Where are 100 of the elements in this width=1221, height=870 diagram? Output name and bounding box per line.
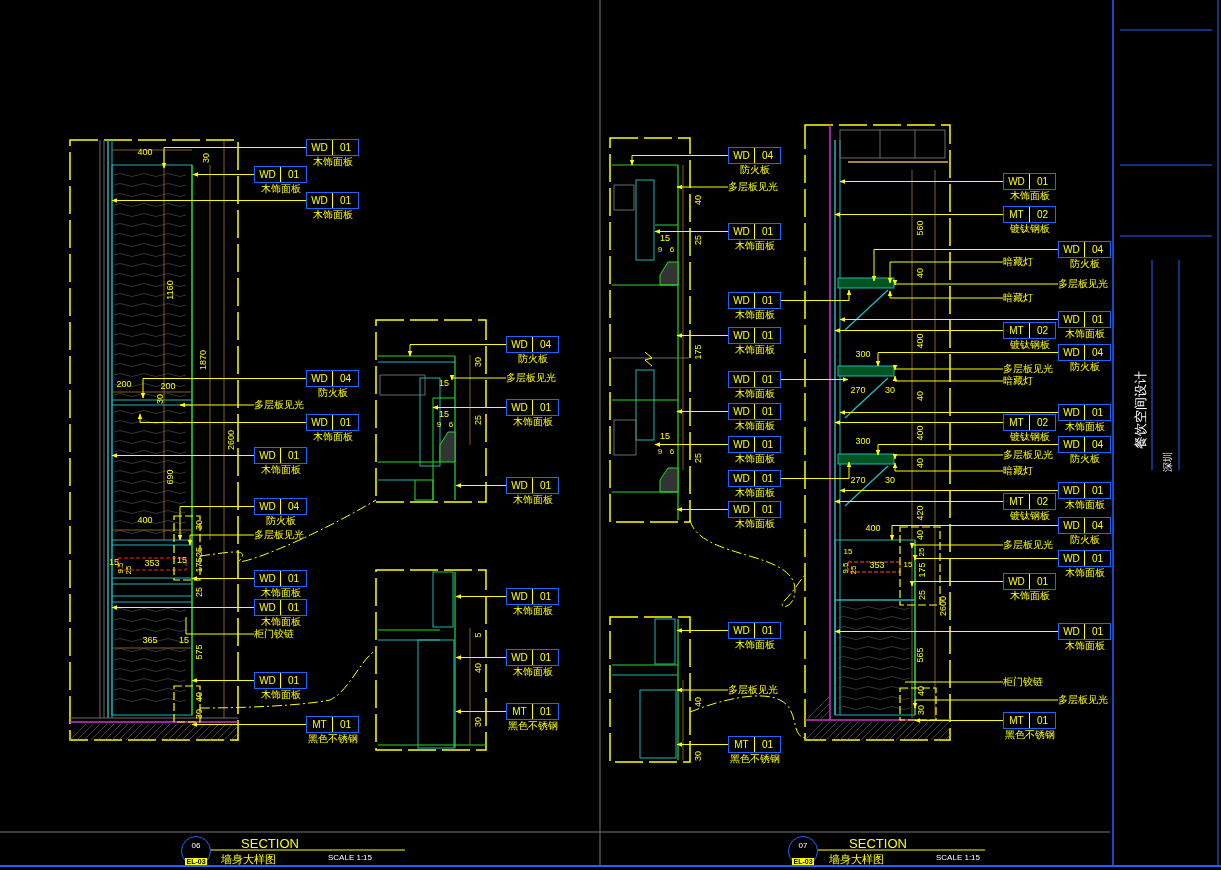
material-tag: [728, 501, 781, 518]
dimension-text: 30: [693, 751, 703, 761]
tag-code: WD: [732, 373, 751, 387]
material-tag: [506, 336, 559, 353]
leader-line: [455, 594, 507, 599]
material-tag: [1058, 404, 1111, 421]
dimension-text: 200: [160, 381, 176, 391]
leader-line: [177, 506, 255, 541]
dimension-text: 400: [137, 147, 153, 157]
dimension-text: 40: [915, 268, 925, 278]
tag-code: WD: [510, 401, 529, 415]
scale-text: SCALE 1:15: [328, 854, 372, 862]
material-name: 木饰面板: [513, 416, 553, 427]
dimension-text: 30: [155, 394, 165, 404]
callout-curve: [689, 695, 806, 739]
scale-text: SCALE 1:15: [936, 854, 980, 862]
material-name: 镀钛钢板: [1010, 510, 1050, 521]
material-tag: [1058, 241, 1111, 258]
material-tag: [506, 703, 559, 720]
note-text: 多层板见光: [1003, 449, 1053, 461]
tag-number: 01: [1084, 483, 1110, 498]
leader-line: [875, 444, 1059, 456]
note-text: 暗藏灯: [1003, 375, 1033, 387]
note-text: 暗藏灯: [1003, 292, 1033, 304]
tag-code: WD: [732, 329, 751, 343]
detail-drawing: [375, 569, 487, 751]
tag-number: 02: [1029, 494, 1055, 509]
material-name: 木饰面板: [513, 494, 553, 505]
tag-code: WD: [1007, 175, 1026, 189]
material-tag: [254, 599, 307, 616]
city-text: 深圳: [1163, 452, 1173, 472]
leader-line: [161, 147, 307, 169]
material-name: 黑色不锈钢: [508, 720, 558, 731]
material-tag: [1058, 482, 1111, 499]
leader-line: [455, 483, 507, 488]
leader-line: [407, 344, 507, 357]
tag-code: WD: [1062, 406, 1081, 420]
tag-code: MT: [1008, 416, 1025, 430]
material-tag: [1003, 493, 1056, 510]
leader-line: [192, 172, 255, 177]
dimension-text: 25: [194, 547, 204, 557]
dimension-text: 25: [693, 235, 703, 245]
tag-number: 02: [1029, 207, 1055, 222]
leader-line: [780, 461, 852, 479]
material-name: 木饰面板: [1065, 328, 1105, 339]
dimension-text: 560: [915, 220, 925, 236]
leader-line: [892, 462, 1004, 472]
tag-number: 01: [1084, 312, 1110, 327]
tag-code: WD: [1062, 552, 1081, 566]
tag-code: WD: [1062, 625, 1081, 639]
tag-number: 01: [532, 478, 558, 493]
tag-code: WD: [732, 225, 751, 239]
material-tag: [306, 192, 359, 209]
project-type-text: 餐饮空间设计: [1133, 371, 1147, 449]
material-tag: [306, 716, 359, 733]
material-tag: [1058, 550, 1111, 567]
note-text: 多层板见光: [1058, 694, 1108, 706]
material-name: 木饰面板: [1065, 421, 1105, 432]
leader-line: [914, 718, 1004, 723]
material-name: 木饰面板: [735, 309, 775, 320]
material-name: 防火板: [1070, 453, 1100, 464]
leader-line: [676, 333, 729, 338]
note-text: 暗藏灯: [1003, 256, 1033, 268]
material-name: 镀钛钢板: [1010, 339, 1050, 350]
material-tag: [254, 166, 307, 183]
tag-number: 01: [332, 140, 358, 155]
dimension-text: 40: [915, 530, 925, 540]
dimension-text: 25: [194, 587, 204, 597]
leader-line: [892, 279, 1059, 286]
tag-code: WD: [732, 503, 751, 517]
tag-code: WD: [258, 572, 277, 586]
detail-drawing: [609, 137, 691, 523]
dimension-text: 6: [669, 448, 675, 456]
tag-number: 01: [280, 600, 306, 615]
leader-line: [912, 554, 1059, 561]
tag-code: WD: [1062, 243, 1081, 257]
note-text: 多层板见光: [728, 684, 778, 696]
tag-number: 01: [754, 293, 780, 308]
dimension-text: 15: [439, 378, 449, 388]
dimension-text: 270: [850, 385, 866, 395]
tag-number: 01: [1029, 713, 1055, 728]
dimension-text: 25: [473, 415, 483, 425]
material-tag: [728, 371, 781, 388]
dimension-text: 25: [125, 565, 133, 575]
leader-line: [654, 442, 729, 447]
tag-number: 01: [332, 415, 358, 430]
dimension-text: 40: [473, 663, 483, 673]
dimension-text: 400: [137, 515, 153, 525]
dimension-text: 400: [865, 523, 881, 533]
material-name: 木饰面板: [735, 518, 775, 529]
tag-code: WD: [258, 601, 277, 615]
material-tag: [1003, 414, 1056, 431]
tag-code: MT: [733, 738, 750, 752]
material-tag: [1003, 573, 1056, 590]
material-tag: [506, 649, 559, 666]
material-tag: [1003, 173, 1056, 190]
dimension-text: 6: [669, 246, 675, 254]
dimension-text: 2600: [938, 596, 948, 616]
note-text: 暗藏灯: [1003, 465, 1033, 477]
tag-number: 01: [532, 704, 558, 719]
